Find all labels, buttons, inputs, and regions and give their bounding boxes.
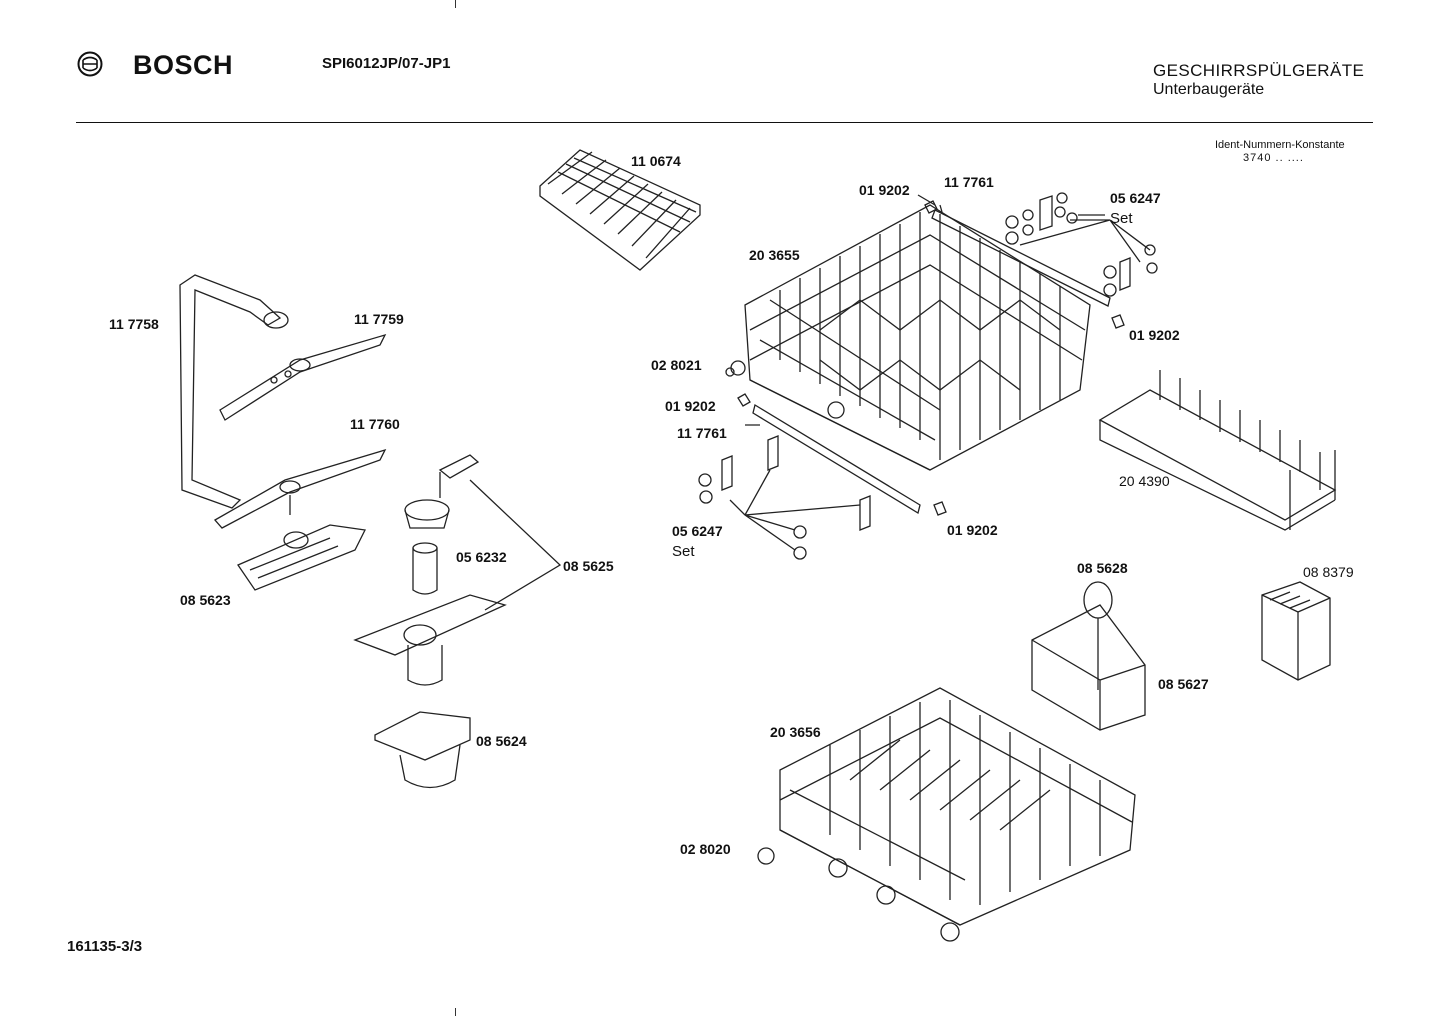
- part-label: 05 6247: [1110, 190, 1161, 206]
- part-label: 08 5624: [476, 733, 527, 749]
- part-label: 02 8020: [680, 841, 731, 857]
- roller-set-upper-drawing: [1006, 193, 1157, 328]
- part-label: 01 9202: [947, 522, 998, 538]
- part-label: 08 5625: [563, 558, 614, 574]
- lower-basket-drawing: [758, 688, 1135, 941]
- part-label: 01 9202: [665, 398, 716, 414]
- part-label: 01 9202: [859, 182, 910, 198]
- part-label: 08 8379: [1303, 564, 1354, 580]
- part-label: 11 7761: [944, 174, 994, 190]
- bosch-logo-icon: [77, 51, 103, 77]
- micro-filter-drawing: [375, 712, 470, 788]
- part-label: 20 3655: [749, 247, 800, 263]
- part-label: 20 4390: [1119, 473, 1170, 489]
- cutlery-basket-drawing: [1032, 582, 1145, 730]
- part-label: Set: [1110, 210, 1133, 227]
- part-label: 11 7758: [109, 316, 159, 332]
- part-label: Set: [672, 543, 695, 560]
- category-subtitle: Unterbaugeräte: [1153, 81, 1265, 98]
- filter-group-drawing: [355, 455, 560, 685]
- registration-mark-top: [455, 0, 456, 8]
- cup-shelf-comb-drawing: [540, 150, 700, 270]
- lower-rail-drawing: [753, 405, 920, 513]
- ident-title: Ident-Nummern-Konstante: [1215, 139, 1345, 151]
- document-id: 161135-3/3: [67, 938, 143, 955]
- header-divider: [76, 122, 1373, 123]
- part-label: 05 6247: [672, 523, 723, 539]
- part-label: 01 9202: [1129, 327, 1180, 343]
- upper-rail-drawing: [932, 205, 1110, 306]
- part-label: 02 8021: [651, 357, 702, 373]
- model-number: SPI6012JP/07-JP1: [322, 55, 451, 72]
- upper-basket-drawing: [745, 205, 1090, 470]
- registration-mark-bottom: [455, 1008, 456, 1016]
- fine-filter-drawing: [238, 525, 365, 590]
- lower-spray-arm-drawing: [215, 450, 385, 528]
- cutlery-insert-drawing: [1262, 582, 1330, 680]
- part-label: 11 0674: [631, 153, 681, 169]
- fold-down-rack-drawing: [1100, 370, 1335, 530]
- part-label: 08 5623: [180, 592, 231, 608]
- part-label: 11 7760: [350, 416, 400, 432]
- roller-set-lower-drawing: [699, 361, 946, 559]
- part-label: 11 7761: [677, 425, 727, 441]
- spray-arm-pipe-drawing: [180, 275, 288, 508]
- part-label: 05 6232: [456, 549, 507, 565]
- category-title: GESCHIRRSPÜLGERÄTE: [1153, 61, 1365, 80]
- part-label: 20 3656: [770, 724, 821, 740]
- brand-name: BOSCH: [133, 50, 234, 80]
- upper-spray-arm-drawing: [220, 335, 385, 420]
- ident-value: 3740 .. ....: [1243, 152, 1304, 164]
- part-label: 08 5627: [1158, 676, 1209, 692]
- part-label: 11 7759: [354, 311, 404, 327]
- part-label: 08 5628: [1077, 560, 1128, 576]
